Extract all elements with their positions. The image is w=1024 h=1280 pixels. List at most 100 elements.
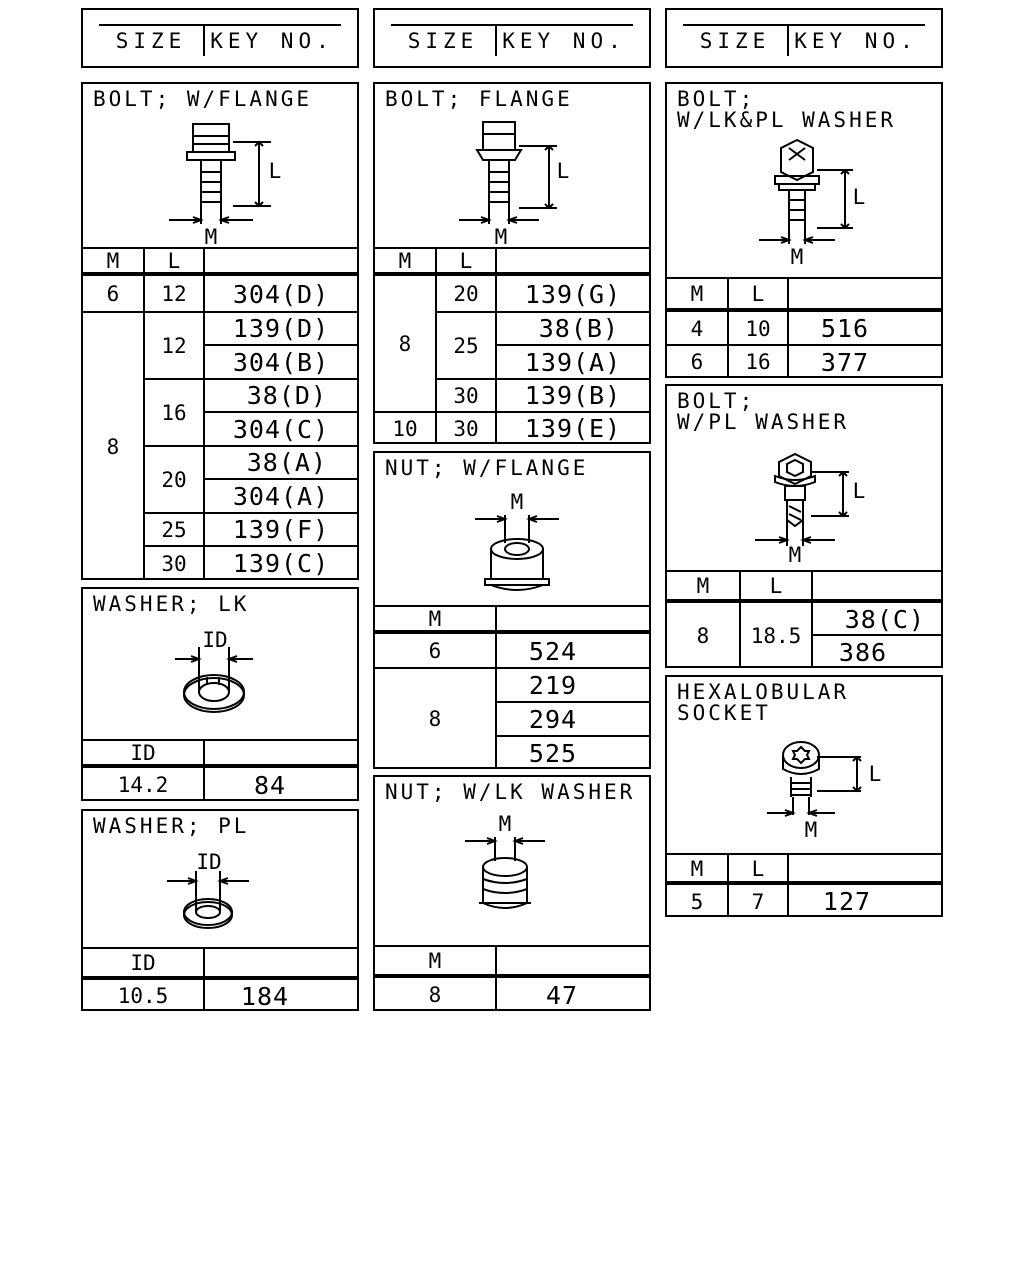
column-header-m: M (106, 249, 120, 273)
key-number: 38(A) (246, 448, 327, 477)
size-l: 7 (751, 889, 765, 914)
dim-label-l: L (868, 762, 882, 786)
key-number: 386 (838, 637, 888, 667)
key-number: 139(E) (524, 414, 622, 443)
key-number: 139(B) (524, 381, 622, 410)
plain-washer-drawing (167, 871, 249, 929)
key-number: 84 (253, 770, 287, 800)
column-header-l: L (751, 856, 765, 881)
key-number: 127 (822, 887, 872, 916)
column-header-id: ID (130, 741, 156, 765)
dim-label-l: L (852, 479, 866, 503)
column-header-m: M (428, 949, 442, 973)
dim-label-m: M (804, 818, 818, 842)
dim-label-m: M (204, 225, 218, 249)
key-number: 304(B) (232, 347, 330, 377)
size-m: 6 (428, 639, 442, 663)
key-number: 377 (820, 347, 870, 377)
size-l: 20 (161, 467, 187, 492)
dim-label-l: L (852, 185, 866, 209)
size-key-header-2: SIZE KEY NO. (373, 8, 651, 68)
key-number: 38(B) (538, 314, 619, 343)
size-l: 12 (161, 333, 187, 358)
panel-title: BOLT;W/LK&PL WASHER (677, 89, 896, 131)
column-header-m: M (696, 574, 710, 598)
bolt-w-flange-panel: BOLT; W/FLANGE L M M L 6 8 12 12 16 20 (81, 82, 359, 580)
column-header-l: L (769, 574, 783, 598)
size-l: 30 (453, 416, 479, 441)
size-l: 16 (161, 400, 187, 425)
key-number: 294 (528, 704, 578, 734)
key-number: 304(D) (232, 279, 330, 309)
key-number: 38(C) (844, 604, 925, 634)
key-number: 524 (528, 636, 578, 666)
key-number: 139(D) (232, 314, 330, 343)
key-number: 139(G) (524, 279, 622, 309)
size-l: 25 (161, 517, 187, 542)
size-m: 8 (398, 332, 412, 356)
dim-label-l: L (556, 159, 570, 183)
bolt-w-pl-washer-panel: BOLT;W/PL WASHER L M M L 8 18.5 38(C) 38… (665, 384, 943, 668)
panel-title: BOLT;W/PL WASHER (677, 391, 849, 433)
lock-washer-drawing (175, 647, 253, 713)
panel-title: BOLT; W/FLANGE (93, 87, 313, 111)
washer-lk-panel: WASHER; LK ID ID 14.2 84 (81, 587, 359, 801)
size-m: 10 (392, 416, 418, 441)
size-m: 8 (428, 707, 442, 731)
panel-title-line-2: SOCKET (677, 701, 771, 725)
size-header-label: SIZE (99, 26, 205, 56)
size-l: 25 (453, 333, 479, 358)
size-l: 18.5 (750, 624, 802, 648)
dim-label-m: M (788, 543, 802, 567)
dim-label-m: M (790, 245, 804, 269)
dim-label-m: M (510, 490, 524, 514)
panel-title-line-1: BOLT; (677, 389, 756, 413)
size-m: 5 (690, 889, 704, 914)
panel-title-line-2: W/PL WASHER (677, 410, 850, 434)
nut-w-flange-panel: NUT; W/FLANGE M M 6 8 524 219 294 525 (373, 451, 651, 769)
key-number: 525 (528, 738, 578, 768)
column-header-m: M (690, 856, 704, 881)
panel-title-line-1: BOLT; (677, 87, 756, 111)
key-number: 219 (528, 670, 578, 700)
lock-washer-nut-drawing (465, 837, 545, 909)
column-header-m: M (398, 249, 412, 273)
column-header-l: L (167, 249, 181, 273)
panel-title: BOLT; FLANGE (385, 87, 573, 111)
hexalobular-socket-table: M L 5 7 127 (667, 853, 941, 917)
key-no-header-label: KEY NO. (794, 29, 918, 53)
key-number: 139(A) (524, 347, 622, 377)
nut-w-lk-washer-panel: NUT; W/LK WASHER M M 8 47 (373, 775, 651, 1011)
column-header-l: L (459, 249, 473, 273)
dim-label-m: M (498, 812, 512, 836)
size-l: 12 (161, 282, 187, 306)
column-header-l: L (751, 282, 765, 306)
bolt-w-lk-pl-washer-table: M L 4 6 10 16 516 377 (667, 277, 941, 378)
size-id: 14.2 (117, 773, 169, 797)
dim-label-id: ID (196, 850, 222, 874)
key-no-header-label: KEY NO. (210, 29, 334, 53)
key-number: 516 (820, 314, 870, 343)
panel-title-line-2: W/LK&PL WASHER (677, 108, 897, 132)
key-number: 304(C) (232, 414, 330, 444)
bolt-w-flange-table: M L 6 8 12 12 16 20 25 30 304(D) 139(D) … (83, 247, 357, 580)
panel-title: NUT; W/LK WASHER (385, 780, 636, 804)
dim-label-id: ID (202, 628, 228, 652)
size-l: 16 (745, 350, 771, 374)
bolt-flange-panel: BOLT; FLANGE L M M L 8 10 20 25 30 30 13… (373, 82, 651, 444)
size-l: 10 (745, 316, 771, 341)
bolt-w-pl-washer-table: M L 8 18.5 38(C) 386 (667, 570, 941, 668)
size-key-header-1: SIZE KEY NO. (81, 8, 359, 68)
size-m: 4 (690, 316, 704, 341)
washer-pl-table: ID 10.5 184 (83, 947, 357, 1011)
column-header-m: M (690, 282, 704, 306)
size-key-header-3: SIZE KEY NO. (665, 8, 943, 68)
flange-bolt-drawing (459, 121, 557, 224)
size-m: 8 (428, 983, 442, 1007)
bolt-flange-table: M L 8 10 20 25 30 30 139(G) 38(B) 139(A)… (375, 247, 649, 444)
panel-title: WASHER; PL (93, 814, 250, 838)
key-no-header-label: KEY NO. (502, 29, 626, 53)
key-number: 304(A) (232, 481, 330, 511)
key-number: 47 (545, 980, 579, 1010)
size-l: 20 (453, 282, 479, 306)
